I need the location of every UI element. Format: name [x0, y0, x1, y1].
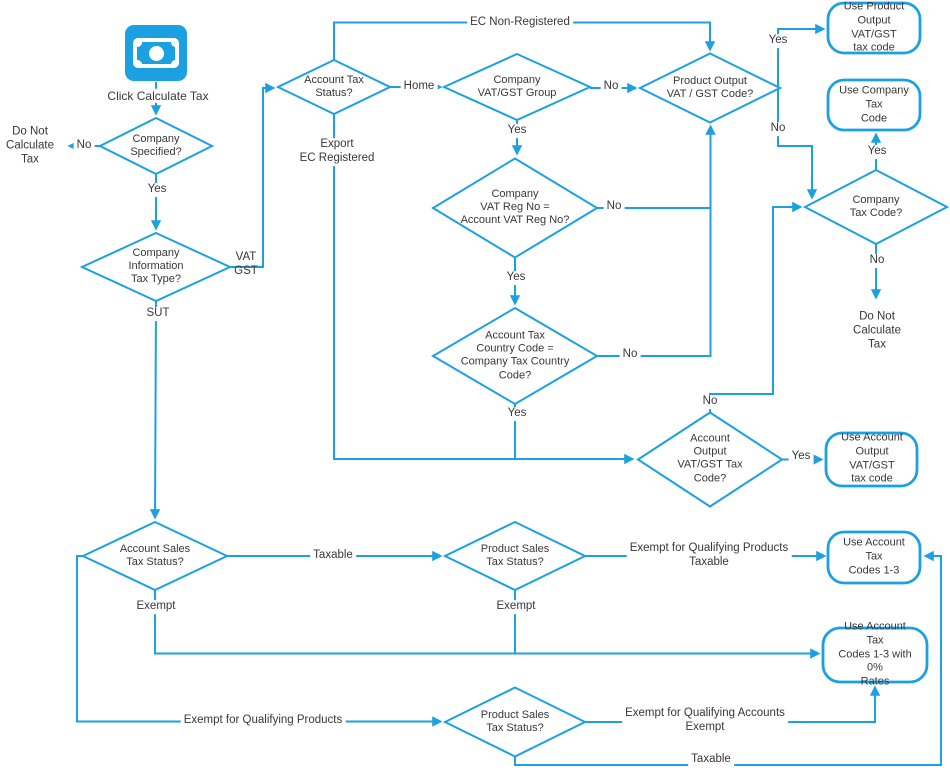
decision-account-sales-tax-status-label: Account Sales Tax Status?	[119, 542, 191, 568]
edge-label-yes-vat-reg: Yes	[503, 271, 529, 285]
banknote-circle	[148, 45, 164, 61]
diamond-account-tax-country-match	[431, 306, 599, 406]
decision-company-vat-reg-match-label: Company VAT Reg No = Account VAT Reg No?	[460, 188, 570, 227]
terminal-use-company-tax-label: Use Company Tax Code	[839, 84, 909, 124]
terminal-use-account-output-label: Use Account Output VAT/GST tax code	[841, 431, 903, 485]
edge-label-yes-product-output: Yes	[765, 34, 791, 48]
banknote-notch	[170, 42, 175, 47]
edge-label-yes-account-output: Yes	[788, 450, 814, 464]
edge-label-exempt-account: Exempt	[133, 600, 179, 614]
diamond-product-output-code	[637, 52, 783, 124]
banknote-notch	[137, 59, 142, 64]
edge-label-home: Home	[400, 80, 438, 94]
banknote-notch	[170, 59, 175, 64]
decision-account-tax-status-label: Account Tax Status?	[304, 73, 364, 99]
edge-label-exempt-product: Exempt	[493, 600, 539, 614]
edge-label-yes-country: Yes	[504, 407, 530, 421]
edge-product-output-yes	[777, 23, 826, 88]
diamond-account-tax-status	[275, 58, 393, 116]
decision-account-tax-country-match-label: Account Tax Country Code = Company Tax C…	[460, 329, 570, 382]
diamond-company-vat-reg-match	[431, 157, 599, 259]
diamond-company-tax-code	[802, 168, 950, 246]
edge-label-taxable-account: Taxable	[310, 549, 356, 563]
edge-label-no-company: No	[73, 139, 95, 153]
diamond-company-vat-gst-group	[441, 52, 593, 122]
diamond-account-output-code	[636, 411, 784, 508]
decision-company-vat-gst-group-label: Company VAT/GST Group	[477, 73, 557, 99]
edge-label-vat-gst: VAT GST	[234, 251, 258, 277]
diamond-product-sales-tax-status-2	[442, 686, 588, 758]
decision-company-tax-code-label: Company Tax Code?	[849, 193, 903, 219]
terminal-use-account-codes-zero-label: Use Account Tax Codes 1-3 with 0% Rates	[838, 620, 912, 688]
edge-label-no-account-output: No	[699, 395, 721, 409]
terminal-do-not-calculate-right: Do Not Calculate Tax	[853, 310, 901, 350]
diamond-company-specified	[97, 116, 215, 176]
edge-export-ec-registered	[333, 114, 635, 465]
edge-label-eqa-exempt: Exempt for Qualifying Accounts Exempt	[622, 707, 788, 735]
edge-label-no-vat-group: No	[600, 80, 622, 94]
terminal-use-account-codes-label: Use Account Tax Codes 1-3	[843, 536, 905, 576]
banknote-bill-shape	[133, 38, 179, 68]
terminal-use-product-output	[826, 1, 922, 55]
terminal-do-not-calculate-left: Do Not Calculate Tax	[6, 125, 54, 165]
edge-exempt-merge	[154, 590, 821, 659]
diamond-product-sales-tax-status-1	[442, 520, 588, 592]
banknote-icon	[125, 25, 187, 81]
edge-label-export-ec-registered: Export EC Registered	[296, 138, 378, 166]
decision-product-sales-tax-status-1-label: Product Sales Tax Status?	[480, 542, 550, 568]
edge-label-yes-vat-group: Yes	[504, 124, 530, 138]
edge-label-no-product-output: No	[767, 122, 789, 136]
edge-country-no-up	[597, 124, 716, 357]
edge-label-no-company-tax: No	[866, 254, 888, 268]
terminal-use-company-tax	[826, 78, 922, 132]
edge-account-output-no	[709, 201, 803, 413]
edge-label-taxable-product: Taxable	[688, 753, 734, 767]
edge-label-yes-company-tax: Yes	[864, 145, 890, 159]
edge-tax-type-vat-gst	[230, 82, 276, 268]
decision-company-info-tax-type-label: Company Information Tax Type?	[128, 247, 184, 286]
edge-tax-type-sut	[149, 300, 161, 520]
edge-label-yes-company: Yes	[144, 183, 170, 197]
edge-label-eqp-taxable: Exempt for Qualifying Products Taxable	[626, 542, 792, 570]
edge-product-output-no	[777, 88, 818, 200]
terminal-use-account-codes-zero	[821, 626, 929, 684]
terminal-use-account-codes	[826, 530, 922, 585]
terminal-use-account-output	[824, 431, 919, 488]
edge-label-eq-products: Exempt for Qualifying Products	[180, 714, 346, 728]
terminal-use-product-output-label: Use Product Output VAT/GST tax code	[843, 0, 905, 54]
decision-product-output-code-label: Product Output VAT / GST Code?	[666, 74, 754, 100]
edge-taxable-bottom	[514, 550, 942, 766]
diamond-account-sales-tax-status	[80, 520, 230, 592]
edge-eq-products	[76, 555, 443, 727]
decision-product-sales-tax-status-2-label: Product Sales Tax Status?	[480, 708, 550, 734]
start-label: Click Calculate Tax	[104, 88, 212, 104]
edge-label-no-country: No	[619, 348, 641, 362]
diamond-company-info-tax-type	[79, 231, 233, 303]
edge-label-ec-non-registered: EC Non-Registered	[467, 16, 573, 30]
decision-company-specified-label: Company Specified?	[130, 132, 182, 158]
decision-account-output-code-label: Account Output VAT/GST Tax Code?	[677, 432, 743, 485]
edge-label-no-vat-reg: No	[603, 200, 625, 214]
banknote-notch	[137, 42, 142, 47]
edge-label-sut: SUT	[143, 307, 173, 321]
